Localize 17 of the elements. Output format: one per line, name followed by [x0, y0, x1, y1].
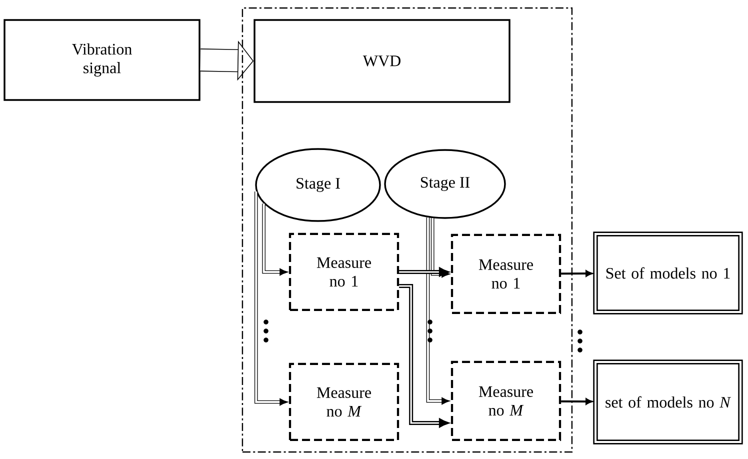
arrow: [430, 218, 450, 278]
measure-box: Measure no M: [450, 360, 562, 442]
group-frame: [242, 7, 573, 453]
measure-box: Measure no 1: [450, 234, 562, 314]
process-box: Vibration signal: [4, 19, 200, 101]
arrow: [426, 217, 450, 405]
arrow: [399, 284, 450, 428]
measure-box: Measure no 1: [288, 232, 400, 312]
model-set-box: set of models no N: [593, 360, 743, 444]
arrow: [561, 398, 592, 405]
arrow: [561, 270, 592, 277]
arrow: [254, 192, 288, 406]
arrow: [262, 204, 288, 276]
measure-box: Measure no M: [288, 362, 400, 442]
process-box: WVD: [254, 19, 510, 103]
model-set-box: Set of models no 1: [593, 232, 743, 314]
arrow: [399, 267, 450, 277]
